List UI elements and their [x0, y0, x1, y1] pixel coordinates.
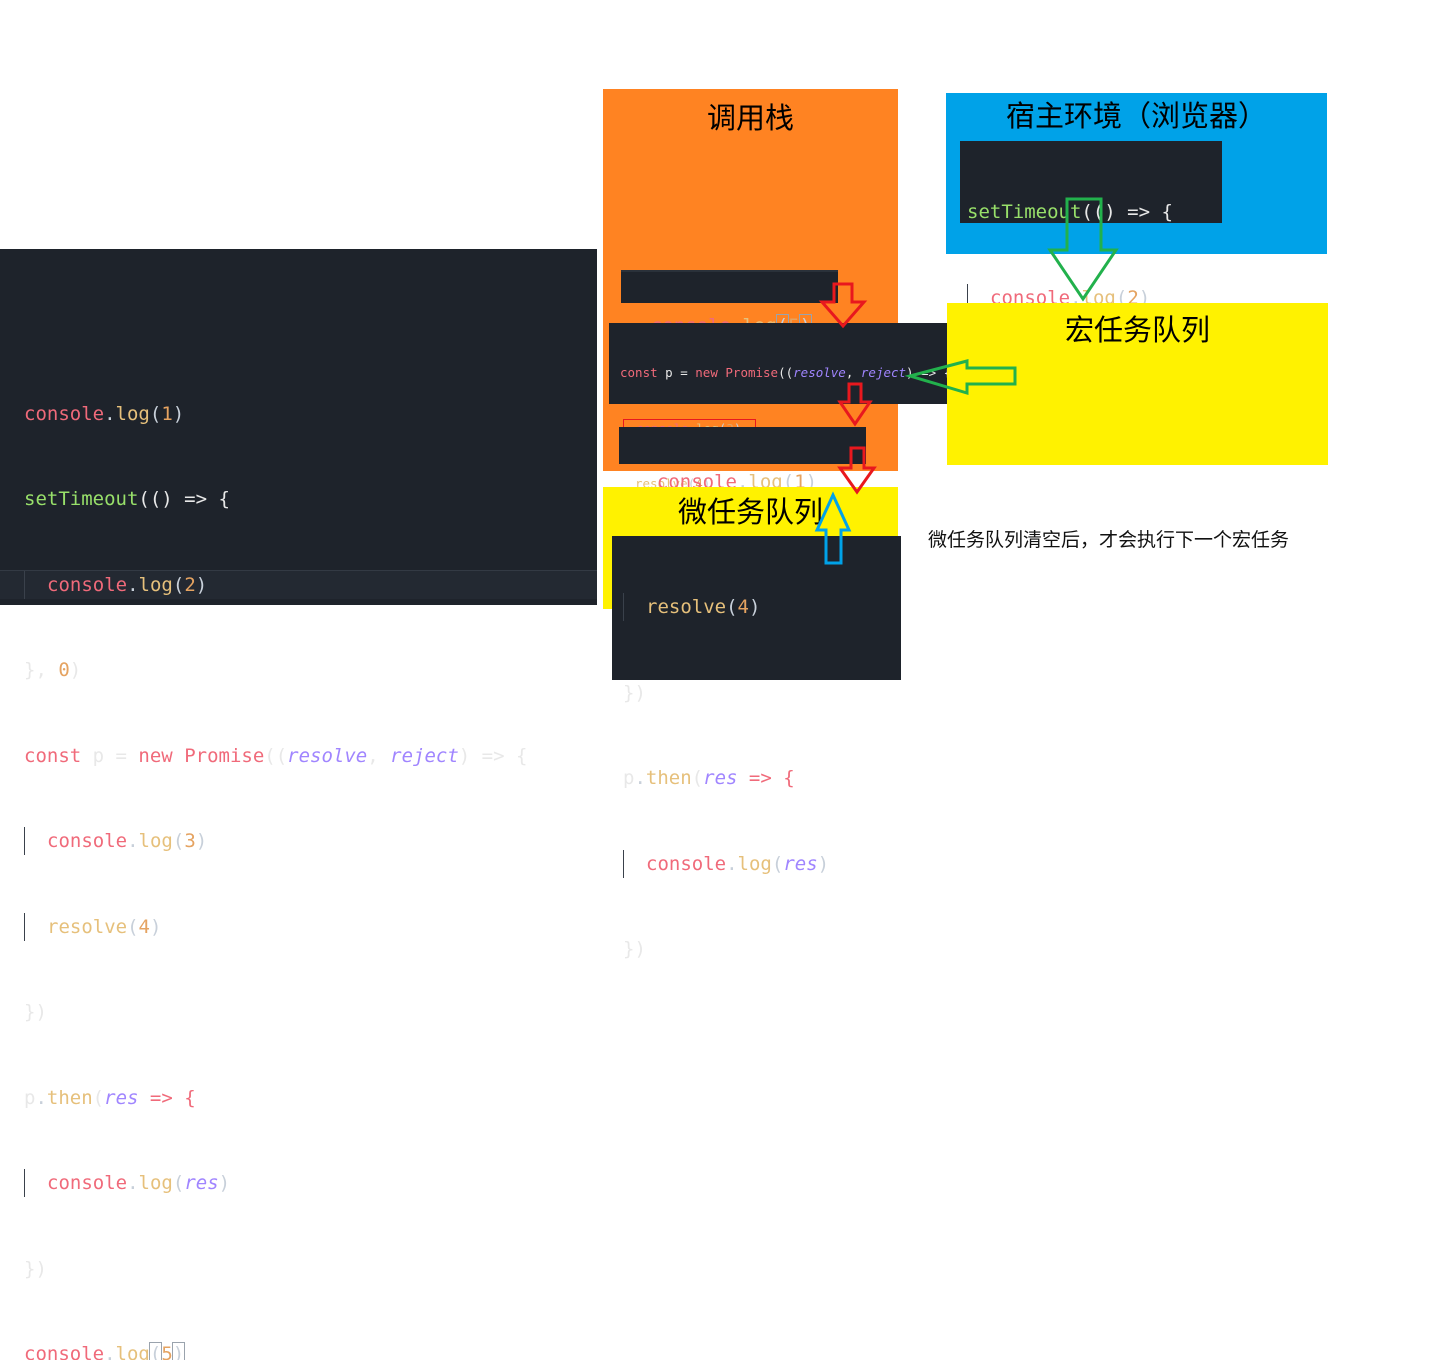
stack-frame-promise: const p = new Promise((resolve, reject) … [609, 323, 1007, 547]
code-line-log1: console.log(1) [24, 402, 185, 425]
code-line-log-res: console.log(res) [24, 1169, 621, 1198]
green-arrow-left-icon [904, 359, 1017, 396]
note-text: 微任务队列清空后，才会执行下一个宏任务 [928, 529, 1290, 551]
micro-line-then: p.then(res => { [623, 767, 795, 789]
host-env-title: 宿主环境（浏览器） [1005, 99, 1267, 133]
code-line-close-promise: }) [24, 1001, 47, 1023]
micro-line-close-promise: }) [623, 681, 646, 704]
micro-line-log-res: console.log(res) [623, 849, 901, 879]
macro-queue-title: 宏任务队列 [1064, 313, 1210, 347]
micro-line-close-then: }) [623, 938, 646, 960]
micro-line-resolve: resolve(4) [623, 593, 901, 622]
code-line-log3: console.log(3) [24, 827, 621, 856]
red-arrow-down-icon [837, 382, 873, 427]
code-line-log2: console.log(2) [24, 570, 621, 600]
code-line-close-then: }) [24, 1257, 47, 1280]
blue-arrow-up-icon [814, 491, 852, 565]
red-arrow-down-icon [818, 282, 868, 329]
host-code-block: setTimeout(() => { console.log(2) }, 0) [960, 141, 1222, 394]
code-line-close-timeout: }, 0) [24, 659, 82, 681]
micro-queue-title: 微任务队列 [677, 495, 823, 529]
code-line-log5: console.log(5) [24, 1340, 621, 1360]
arrows-layer [814, 197, 1119, 565]
code-line-settimeout: setTimeout(() => { [24, 488, 230, 510]
green-arrow-down-icon [1047, 197, 1119, 302]
code-line-resolve: resolve(4) [24, 912, 621, 942]
code-line-then: p.then(res => { [24, 1086, 196, 1109]
red-arrow-down-icon [837, 446, 877, 495]
call-stack-title: 调用栈 [706, 101, 794, 135]
host-line-settimeout: setTimeout(() => { [967, 201, 1173, 223]
code-line-promise: const p = new Promise((resolve, reject) … [24, 744, 528, 767]
